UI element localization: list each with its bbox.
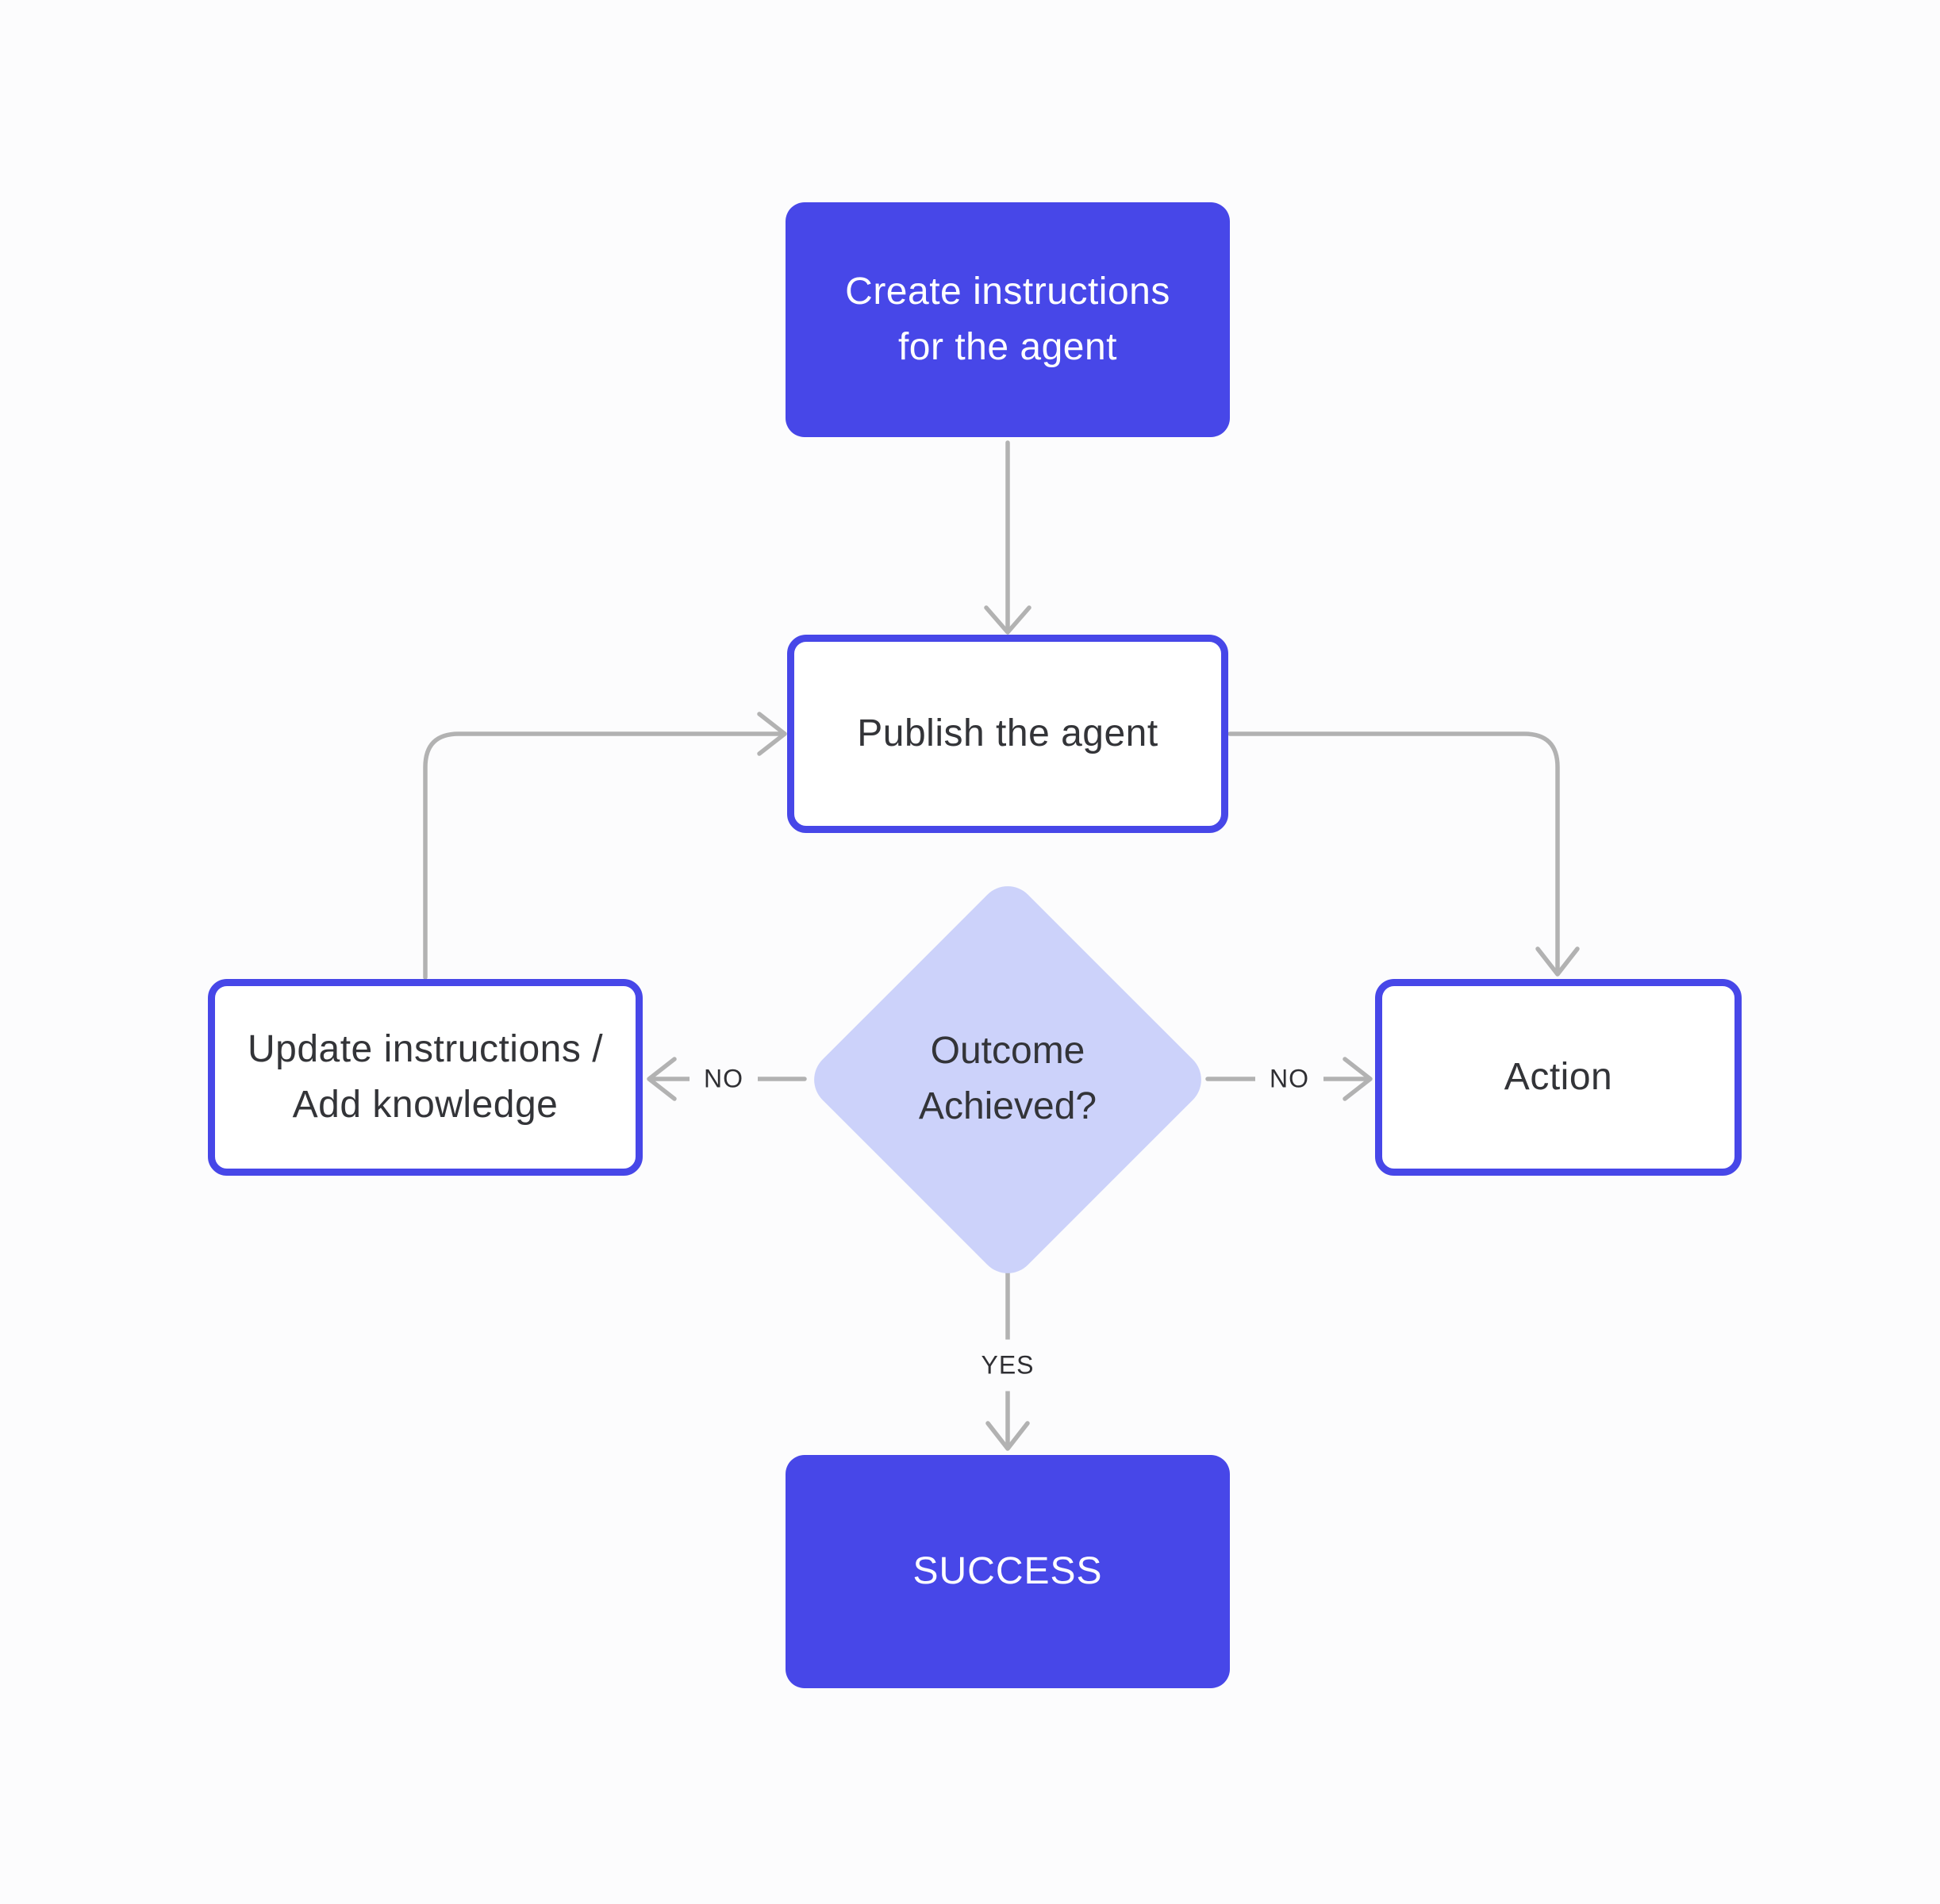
arrowhead-down-icon [984,605,1031,635]
arrowhead-left-icon [647,1057,677,1101]
edge-label-no-left: NO [690,1058,758,1100]
arrowhead-right-icon [757,712,787,756]
edge-label-no-right: NO [1255,1058,1323,1100]
node-outcome-achieved-label: Outcome Achieved? [918,1030,1097,1127]
arrowhead-right-icon [1343,1057,1373,1101]
node-create-instructions: Create instructions for the agent [786,202,1230,437]
edge-label-yes: YES [971,1339,1044,1392]
connector-update-to-publish [423,731,784,980]
connector-publish-to-action [1227,731,1560,973]
arrowhead-down-icon [985,1421,1030,1451]
node-update-instructions: Update instructions / Add knowledge [208,979,643,1176]
node-success: SUCCESS [786,1455,1230,1688]
arrowhead-down-icon [1535,946,1580,977]
node-action: Action [1375,979,1742,1176]
node-publish-agent: Publish the agent [787,635,1228,833]
